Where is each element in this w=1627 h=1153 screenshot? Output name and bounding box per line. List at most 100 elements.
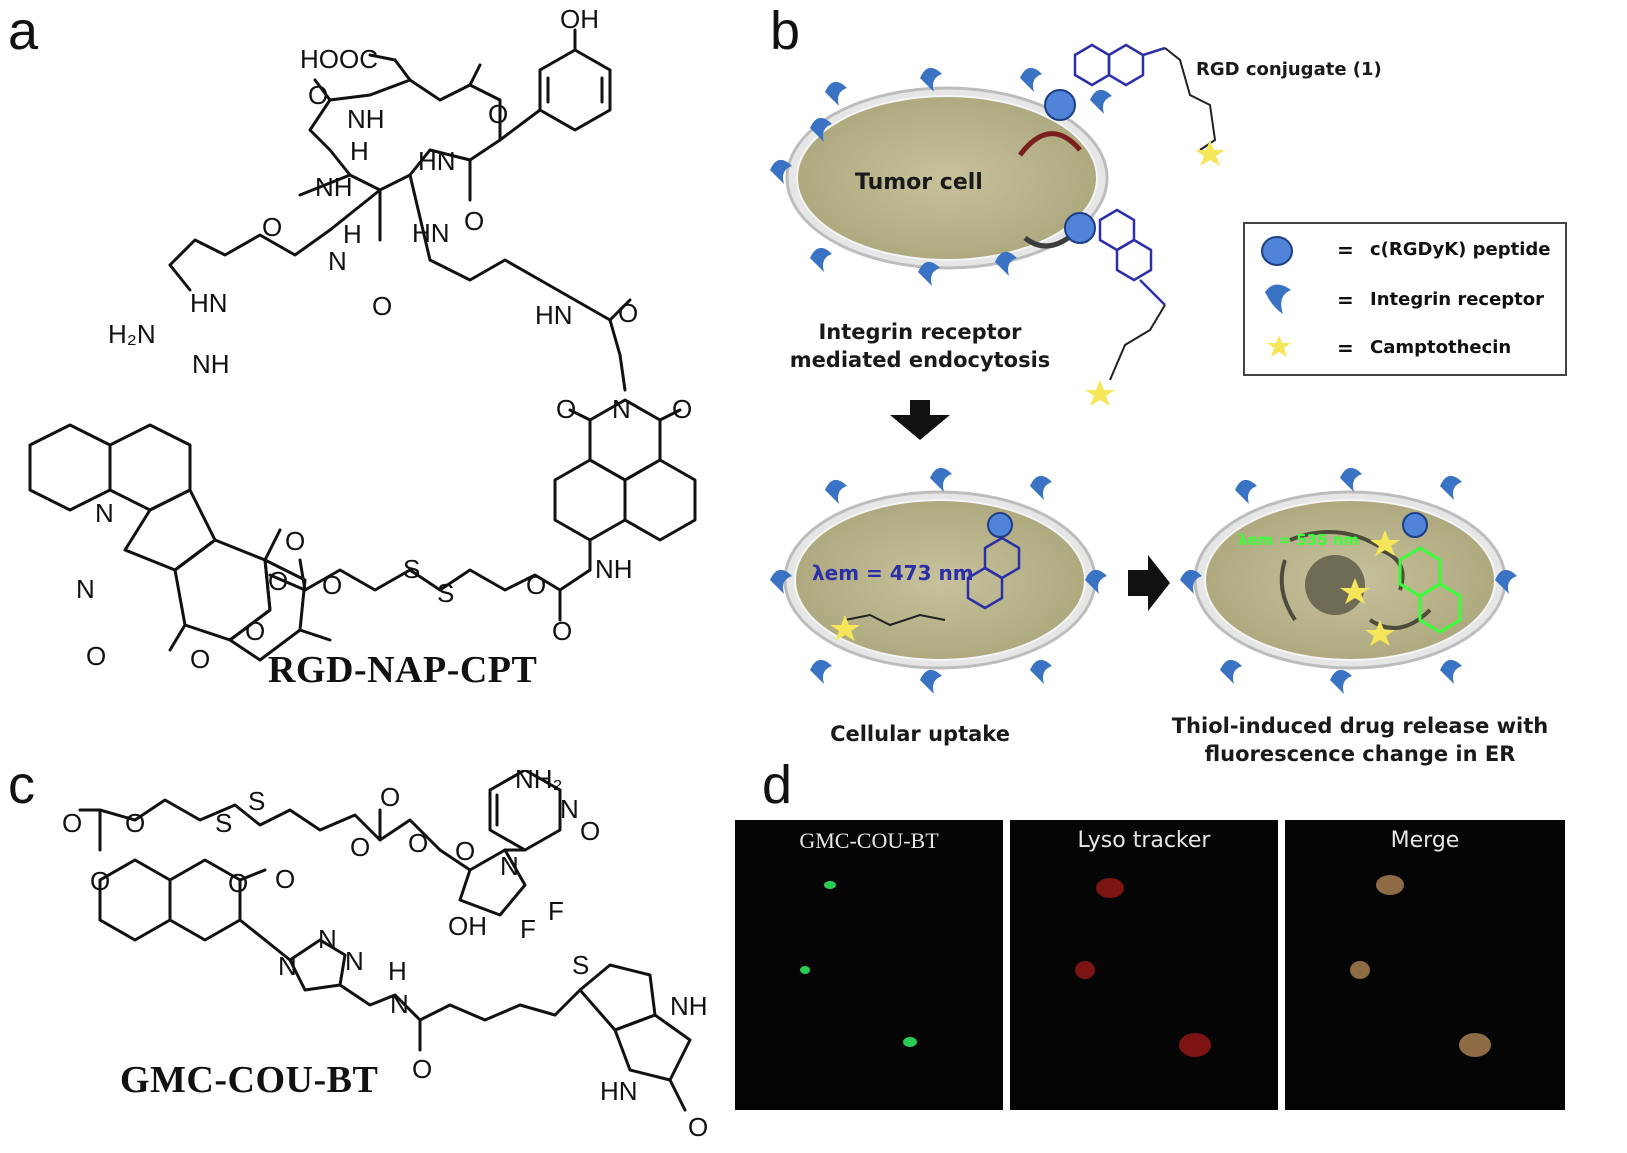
yellow-star-icon bbox=[1267, 335, 1291, 357]
svg-text:O: O bbox=[408, 828, 428, 858]
svg-text:O: O bbox=[526, 570, 546, 600]
svg-text:N: N bbox=[76, 574, 95, 604]
svg-text:NH: NH bbox=[315, 172, 353, 202]
svg-text:H: H bbox=[388, 956, 407, 986]
svg-text:O: O bbox=[62, 808, 82, 838]
legend-row-camptothecin: = Camptothecin bbox=[1245, 328, 1565, 368]
micro-panel-merge: Merge bbox=[1285, 820, 1565, 1110]
svg-text:F: F bbox=[548, 896, 564, 926]
svg-text:O: O bbox=[372, 291, 392, 321]
svg-text:HN: HN bbox=[600, 1076, 638, 1106]
rgd-nap-cpt-structure: HOOC OH O NH H HN O NH O H N HN O O HN H… bbox=[28, 4, 697, 674]
legend-eq-3: = bbox=[1337, 336, 1354, 360]
svg-text:O: O bbox=[455, 836, 475, 866]
gmc-cou-bt-structure: NH₂ N O N O O O S S O O O O O O OH F F N… bbox=[62, 770, 708, 1142]
compound-name-a: RGD-NAP-CPT bbox=[268, 649, 538, 691]
svg-text:S: S bbox=[403, 554, 420, 584]
integrin-receptors-top bbox=[770, 67, 1112, 286]
tumor-cell bbox=[796, 95, 1098, 261]
rgd-conjugate-label: RGD conjugate (1) bbox=[1196, 59, 1382, 80]
legend-text-peptide: c(RGDyK) peptide bbox=[1370, 239, 1551, 260]
panel-letter-d: d bbox=[762, 755, 793, 815]
svg-text:O: O bbox=[125, 808, 145, 838]
micro-panel-lyso: Lyso tracker bbox=[1010, 820, 1278, 1110]
svg-text:O: O bbox=[688, 1112, 708, 1142]
svg-text:O: O bbox=[380, 782, 400, 812]
endocytosis-line-2: mediated endocytosis bbox=[789, 348, 1051, 373]
svg-text:O: O bbox=[262, 212, 282, 242]
legend-box: = c(RGDyK) peptide = Integrin receptor =… bbox=[1243, 222, 1567, 376]
svg-text:N: N bbox=[318, 924, 337, 954]
svg-text:N: N bbox=[500, 851, 519, 881]
svg-text:O: O bbox=[275, 864, 295, 894]
svg-text:O: O bbox=[245, 616, 265, 646]
svg-text:NH: NH bbox=[670, 991, 708, 1021]
micro-title-lyso: Lyso tracker bbox=[1077, 828, 1211, 853]
svg-text:O: O bbox=[285, 526, 305, 556]
legend-eq-2: = bbox=[1337, 288, 1354, 312]
panel-letter-c: c bbox=[8, 755, 35, 815]
svg-text:N: N bbox=[345, 946, 364, 976]
svg-text:OH: OH bbox=[448, 911, 487, 941]
svg-text:O: O bbox=[618, 298, 638, 328]
svg-text:N: N bbox=[328, 246, 347, 276]
svg-text:O: O bbox=[552, 616, 572, 646]
micro-title-gmc: GMC-COU-BT bbox=[799, 828, 939, 853]
svg-text:S: S bbox=[248, 786, 265, 816]
svg-text:HN: HN bbox=[190, 288, 228, 318]
svg-text:NH: NH bbox=[347, 104, 385, 134]
svg-text:O: O bbox=[556, 394, 576, 424]
svg-text:N: N bbox=[560, 794, 579, 824]
micro-panel-gmc: GMC-COU-BT bbox=[735, 820, 1003, 1110]
merge-cell-spots bbox=[1350, 875, 1491, 1057]
svg-text:NH₂: NH₂ bbox=[515, 770, 563, 794]
svg-text:S: S bbox=[437, 578, 454, 608]
tumor-cell-label: Tumor cell bbox=[855, 170, 983, 195]
lambda-blue-label: λem = 473 nm bbox=[812, 561, 974, 585]
svg-text:O: O bbox=[464, 206, 484, 236]
svg-text:N: N bbox=[278, 951, 297, 981]
svg-text:H: H bbox=[343, 219, 362, 249]
green-cell-spots bbox=[800, 881, 917, 1047]
release-label: Thiol-induced drug release with fluoresc… bbox=[1170, 712, 1550, 769]
svg-text:O: O bbox=[488, 99, 508, 129]
svg-text:OH: OH bbox=[560, 4, 599, 34]
svg-text:O: O bbox=[90, 866, 110, 896]
down-arrow bbox=[890, 400, 950, 440]
svg-text:H: H bbox=[350, 136, 369, 166]
endocytosis-line-1: Integrin receptor bbox=[818, 320, 1022, 344]
right-arrow bbox=[1128, 555, 1170, 611]
svg-text:S: S bbox=[215, 808, 232, 838]
lambda-green-label: λem = 535 nm bbox=[1238, 531, 1360, 549]
svg-text:N: N bbox=[390, 989, 409, 1019]
svg-text:HOOC: HOOC bbox=[300, 44, 378, 74]
panel-letter-a: a bbox=[8, 1, 39, 61]
endocytosis-label: Integrin receptor mediated endocytosis bbox=[770, 318, 1070, 375]
mechanism-schematic bbox=[770, 43, 1517, 694]
release-line-2: fluorescence change in ER bbox=[1204, 742, 1516, 767]
svg-text:HN: HN bbox=[418, 146, 456, 176]
svg-text:O: O bbox=[268, 566, 288, 596]
svg-text:O: O bbox=[308, 80, 328, 110]
legend-row-integrin: = Integrin receptor bbox=[1245, 280, 1565, 320]
svg-text:O: O bbox=[350, 832, 370, 862]
svg-text:F: F bbox=[520, 914, 536, 944]
svg-text:H₂N: H₂N bbox=[108, 319, 156, 349]
panel-letter-b: b bbox=[770, 1, 801, 61]
svg-text:HN: HN bbox=[535, 300, 573, 330]
svg-text:O: O bbox=[672, 394, 692, 424]
svg-text:S: S bbox=[572, 950, 589, 980]
integrin-receptor-icon bbox=[1265, 284, 1291, 314]
red-cell-spots bbox=[1075, 878, 1211, 1057]
micro-title-merge: Merge bbox=[1390, 828, 1460, 853]
svg-text:N: N bbox=[612, 394, 631, 424]
svg-text:O: O bbox=[412, 1054, 432, 1084]
svg-text:O: O bbox=[580, 816, 600, 846]
svg-text:O: O bbox=[228, 868, 248, 898]
release-line-1: Thiol-induced drug release with bbox=[1171, 714, 1549, 738]
svg-text:HN: HN bbox=[412, 218, 450, 248]
svg-text:N: N bbox=[95, 498, 114, 528]
cellular-uptake-label: Cellular uptake bbox=[830, 722, 1010, 746]
compound-name-c: GMC-COU-BT bbox=[120, 1059, 379, 1101]
legend-row-peptide: = c(RGDyK) peptide bbox=[1245, 230, 1565, 270]
